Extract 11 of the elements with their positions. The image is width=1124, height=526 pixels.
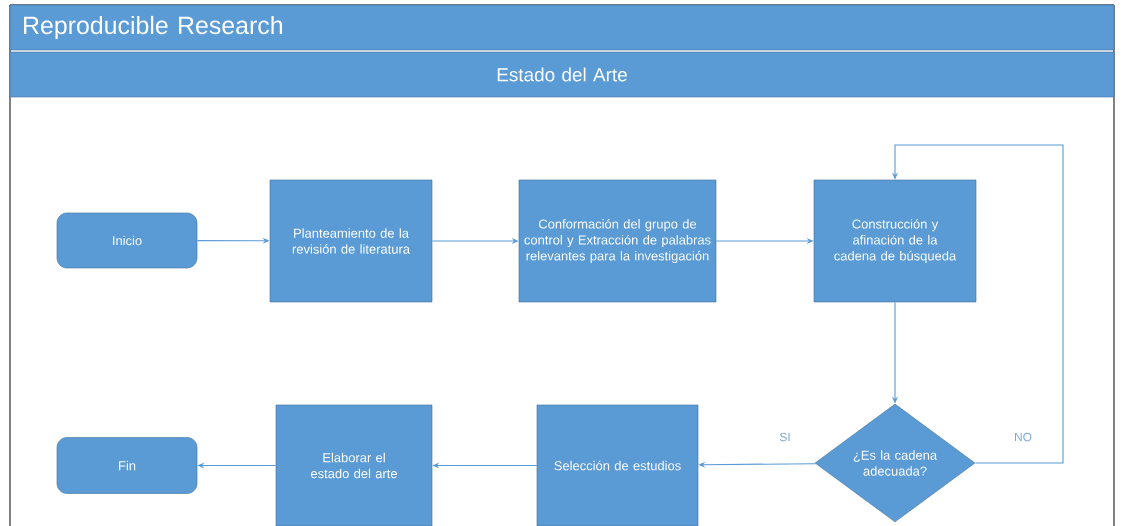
edge-label: NO [1013,431,1033,443]
title-band: Reproducible Research [9,4,1115,51]
process-box: Construcción y afinación de la cadena de búsqueda [813,179,977,303]
terminal-box: Fin [56,437,198,494]
process-box: Conformación del grupo de control y Extracción de palabras relevantes para la investigación [518,179,717,303]
process-box: Selección de estudios [536,404,699,526]
terminal-box: Inicio [56,212,198,269]
process-box: Planteamiento de la revisión de literatura [269,179,433,303]
header-band: Estado del Arte [9,51,1115,98]
edge-label: SI [778,431,792,443]
process-box: Elaborar el estado del arte [275,404,433,526]
